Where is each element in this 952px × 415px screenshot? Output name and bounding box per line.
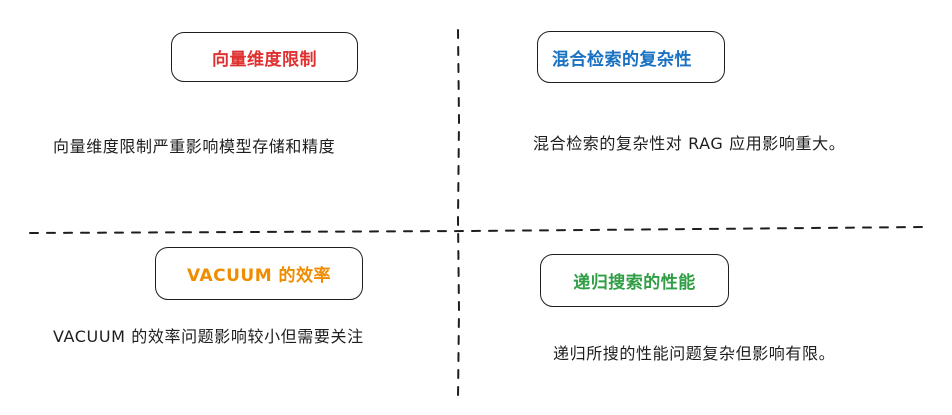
horizontal-dashed-divider [29, 226, 926, 234]
desc-hybrid-retrieval-complexity: 混合检索的复杂性对 RAG 应用影响重大。 [533, 134, 846, 153]
tag-recursive-search-performance: 递归搜索的性能 [540, 254, 729, 307]
desc-vector-dimension-limit: 向量维度限制严重影响模型存储和精度 [53, 137, 336, 156]
desc-vacuum-efficiency: VACUUM 的效率问题影响较小但需要关注 [53, 327, 364, 346]
tag-vector-dimension-limit-label: 向量维度限制 [212, 49, 317, 70]
tag-recursive-search-performance-label: 递归搜索的性能 [573, 273, 696, 293]
tag-vector-dimension-limit: 向量维度限制 [171, 32, 358, 82]
vertical-dashed-divider [456, 29, 461, 399]
tag-hybrid-retrieval-complexity: 混合检索的复杂性 [537, 31, 725, 83]
tag-hybrid-retrieval-complexity-label: 混合检索的复杂性 [552, 49, 692, 70]
tag-vacuum-efficiency: VACUUM 的效率 [155, 247, 363, 300]
desc-recursive-search-performance: 递归所搜的性能问题复杂但影响有限。 [553, 344, 836, 363]
tag-vacuum-efficiency-label: VACUUM 的效率 [186, 266, 332, 286]
